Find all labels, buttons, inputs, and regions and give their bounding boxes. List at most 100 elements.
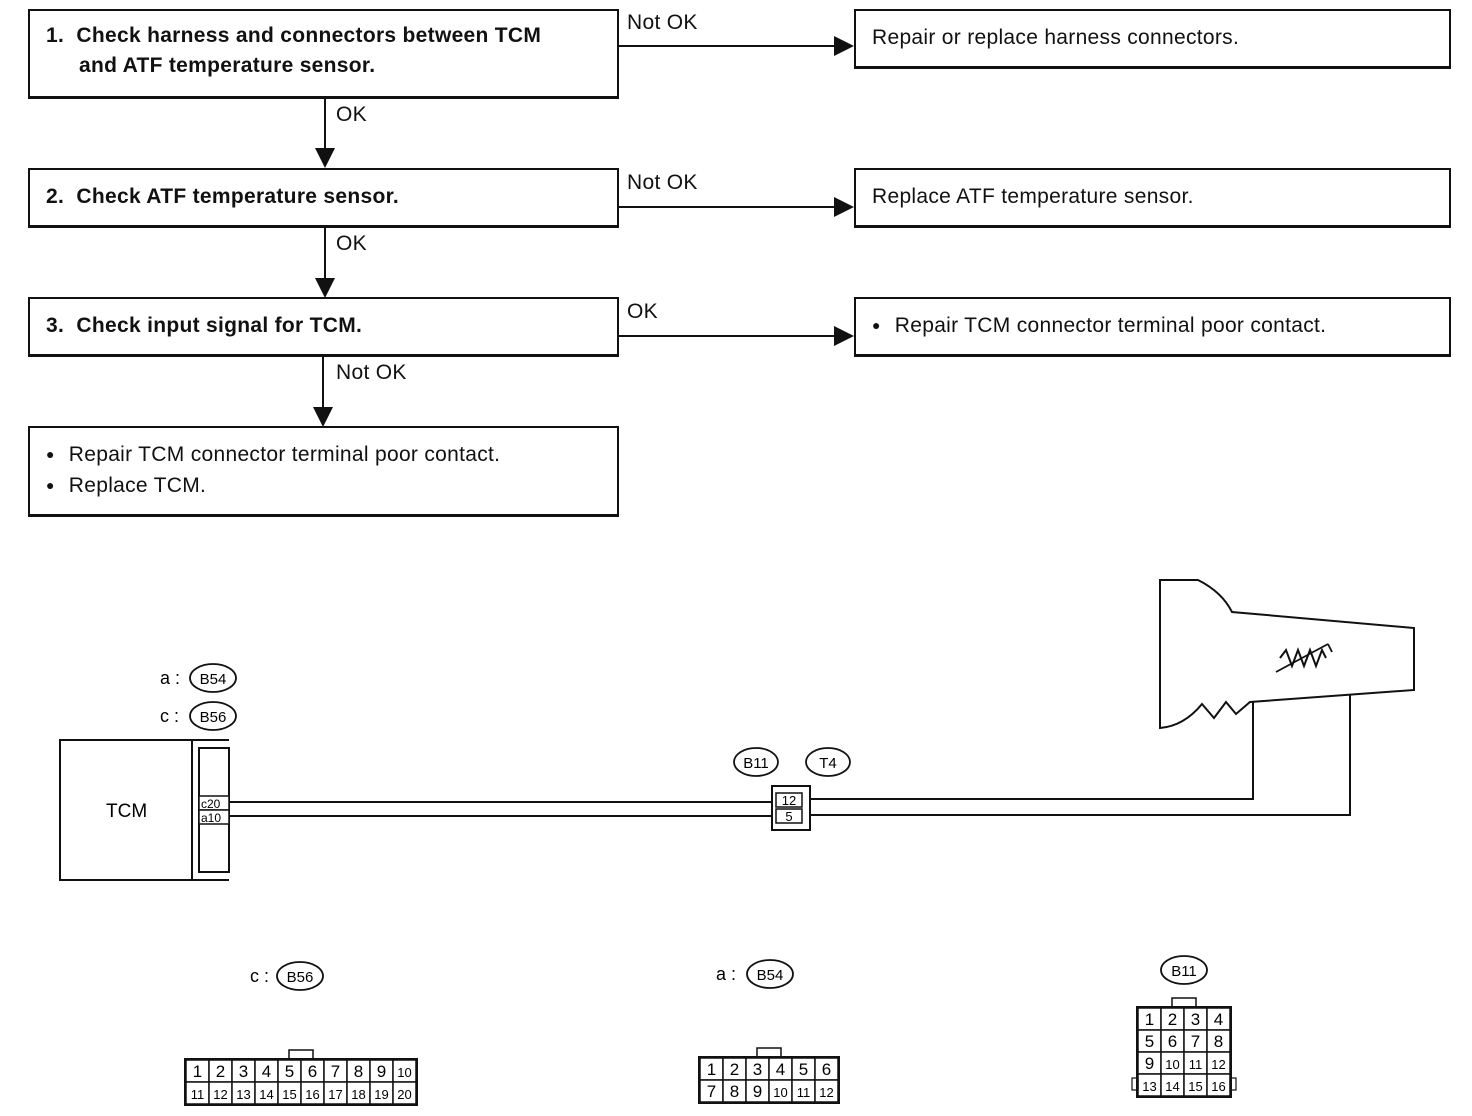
connector-pin-number: 11: [191, 1087, 205, 1102]
final-bullet-1: Repair TCM connector terminal poor conta…: [46, 440, 617, 471]
connector-frame: [1136, 1006, 1232, 1098]
atf-temperature-sensor: [1279, 647, 1327, 669]
result-2-box: Replace ATF temperature sensor.: [854, 168, 1451, 228]
tcm-ref-a-prefix: a :: [160, 668, 180, 688]
connector-view-code: B56: [287, 969, 314, 986]
connector-pin-number: 12: [1211, 1057, 1225, 1072]
result-1-box: Repair or replace harness connectors.: [854, 9, 1451, 69]
final-bullet-2: Replace TCM.: [46, 471, 617, 502]
connector-view-prefix: a :: [716, 964, 736, 984]
connector-pin-number: 5: [285, 1062, 294, 1081]
connector-frame: [698, 1056, 840, 1104]
joint-ref-b11-ellipse: [733, 747, 779, 777]
connector-pin-number: 20: [397, 1087, 411, 1102]
result-3-text: Repair TCM connector terminal poor conta…: [872, 311, 1449, 342]
label-step2-not-ok: Not OK: [627, 171, 698, 194]
joint-ref-t4-code: T4: [819, 755, 837, 772]
joint-pin-5: [775, 808, 803, 824]
tcm-label: TCM: [106, 801, 147, 822]
connector-pin-number: 6: [1168, 1032, 1177, 1051]
connector-pin-number: 10: [1165, 1057, 1179, 1072]
connector-view-code-ellipse: [1160, 955, 1208, 985]
connector-pin-number: 8: [1214, 1032, 1223, 1051]
result-3-box: Repair TCM connector terminal poor conta…: [854, 297, 1451, 357]
final-box: Repair TCM connector terminal poor conta…: [28, 426, 619, 517]
result-3-bullet: Repair TCM connector terminal poor conta…: [872, 311, 1449, 342]
result-2-text: Replace ATF temperature sensor.: [872, 185, 1194, 208]
tcm-ref-c-prefix: c :: [160, 706, 179, 726]
result-1-text: Repair or replace harness connectors.: [872, 26, 1240, 49]
connector-pin-number: 3: [239, 1062, 248, 1081]
connector-view-code: B54: [757, 967, 784, 984]
connector-pin-number: 7: [707, 1082, 716, 1101]
connector-pin-number: 3: [1191, 1010, 1200, 1029]
connector-pin-number: 5: [1145, 1032, 1154, 1051]
joint-pin-12: [775, 792, 803, 808]
connector-pin-number: 4: [776, 1060, 785, 1079]
connector-view-code-ellipse: [276, 961, 324, 991]
joint-pin-12-label: 12: [782, 793, 796, 808]
label-step2-ok: OK: [336, 232, 367, 255]
connector-pin-number: 13: [1142, 1079, 1156, 1094]
final-text: Repair TCM connector terminal poor conta…: [46, 440, 617, 502]
tcm-box: [59, 739, 193, 881]
connector-pin-number: 1: [1145, 1010, 1154, 1029]
connector-pin-number: 15: [1188, 1079, 1202, 1094]
connector-pin-number: 16: [1211, 1079, 1225, 1094]
connector-pin-number: 19: [374, 1087, 388, 1102]
tcm-ref-a-code: B54: [200, 671, 227, 688]
tcm-ref-a-ellipse: [189, 663, 237, 693]
connector-pin-number: 14: [259, 1087, 273, 1102]
connector-pin-number: 11: [1189, 1057, 1203, 1072]
connector-view-prefix: c :: [250, 966, 269, 986]
joint-ref-b11-code: B11: [743, 755, 769, 772]
connector-pin-number: 6: [308, 1062, 317, 1081]
connector-pin-number: 5: [799, 1060, 808, 1079]
connector-pin-number: 2: [216, 1062, 225, 1081]
label-step3-not-ok: Not OK: [336, 361, 407, 384]
connector-pin-number: 9: [753, 1082, 762, 1101]
step-3-box: 3. Check input signal for TCM.: [28, 297, 619, 357]
connector-view-code-ellipse: [746, 959, 794, 989]
connector-pin-number: 9: [1145, 1054, 1154, 1073]
connector-pin-number: 8: [354, 1062, 363, 1081]
connector-pin-number: 1: [193, 1062, 202, 1081]
tcm-pin-c20-label: c20: [201, 797, 221, 811]
connector-view-code: B11: [1171, 963, 1197, 980]
step-1-box: 1. Check harness and connectors between …: [28, 9, 619, 99]
step-2-text: 2. Check ATF temperature sensor.: [46, 185, 400, 208]
label-step1-ok: OK: [336, 103, 367, 126]
connector-pin-number: 6: [822, 1060, 831, 1079]
label-step3-ok: OK: [627, 300, 658, 323]
connector-pin-number: 3: [753, 1060, 762, 1079]
tcm-ref-c-code: B56: [200, 709, 227, 726]
connector-pin-number: 7: [1191, 1032, 1200, 1051]
connector-pin-number: 9: [377, 1062, 386, 1081]
step-3-text: 3. Check input signal for TCM.: [46, 314, 363, 337]
connector-pin-number: 14: [1165, 1079, 1179, 1094]
joint-ref-t4-ellipse: [805, 747, 851, 777]
connector-pin-number: 2: [730, 1060, 739, 1079]
connector-pin-number: 8: [730, 1082, 739, 1101]
connector-pin-number: 11: [797, 1085, 811, 1100]
connector-pin-number: 16: [305, 1087, 319, 1102]
tcm-pin-a10-label: a10: [201, 811, 221, 825]
connector-pin-number: 4: [262, 1062, 271, 1081]
thermistor-slash: [1275, 643, 1329, 673]
connector-pin-number: 2: [1168, 1010, 1177, 1029]
connector-pin-number: 10: [773, 1085, 787, 1100]
connector-frame: [184, 1058, 418, 1106]
label-step1-not-ok: Not OK: [627, 11, 698, 34]
joint-pin-5-label: 5: [785, 809, 792, 824]
connector-pin-number: 10: [397, 1065, 411, 1080]
connector-pin-number: 18: [351, 1087, 365, 1102]
connector-pin-number: 4: [1214, 1010, 1223, 1029]
connector-pin-number: 17: [328, 1087, 342, 1102]
connector-pin-number: 12: [819, 1085, 833, 1100]
connector-pin-number: 15: [282, 1087, 296, 1102]
tcm-ref-c-ellipse: [189, 701, 237, 731]
connector-pin-number: 12: [213, 1087, 227, 1102]
